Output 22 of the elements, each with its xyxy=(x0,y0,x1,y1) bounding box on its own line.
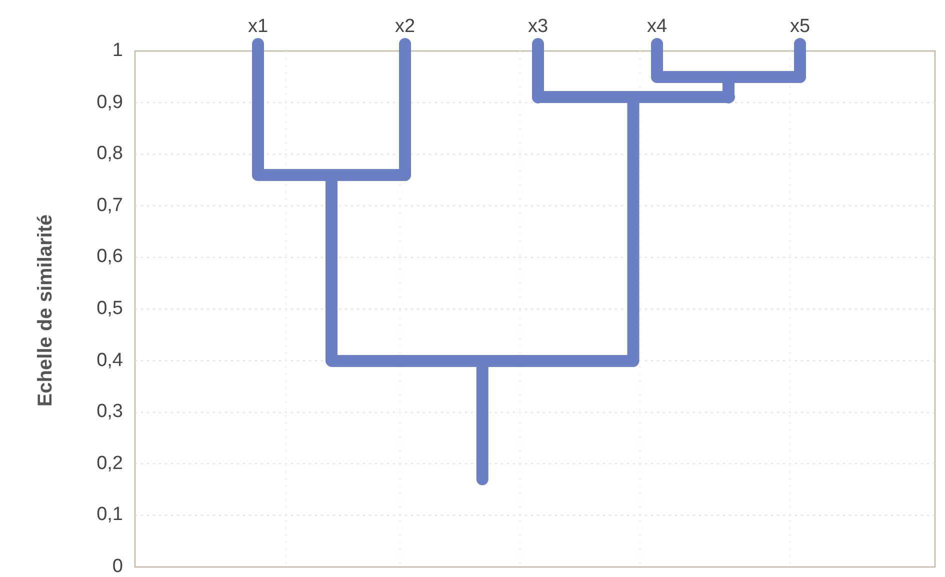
axis-tick-label: 1 xyxy=(111,40,123,62)
leaf-label: x1 xyxy=(238,16,278,38)
leaf-label: x3 xyxy=(518,16,558,38)
leaf-label: x2 xyxy=(385,16,425,38)
axis-tick-label: 0,9 xyxy=(96,92,123,114)
merge-bar xyxy=(651,70,806,83)
axis-tick-label: 0,6 xyxy=(96,246,123,268)
merge-bar xyxy=(252,168,411,181)
axis-tick-label: 0,5 xyxy=(96,298,123,320)
leaf-label: x5 xyxy=(780,16,820,38)
axis-title: Echelle de similarité xyxy=(34,214,58,406)
axis-tick-label: 0,2 xyxy=(96,452,123,475)
merge-bar xyxy=(326,354,640,367)
axis-tick-label: 0 xyxy=(111,556,123,577)
axis-tick-label: 0,1 xyxy=(96,504,123,526)
dendrogram-branch xyxy=(532,38,544,104)
axis-tick-label: 0,4 xyxy=(96,350,123,372)
axis-tick-label: 0,3 xyxy=(96,401,123,424)
leaf-label: x4 xyxy=(637,16,677,38)
axis-tick-label: 0,8 xyxy=(96,143,123,166)
merge-bar xyxy=(532,91,734,104)
axis-tick-label: 0,7 xyxy=(96,194,123,217)
